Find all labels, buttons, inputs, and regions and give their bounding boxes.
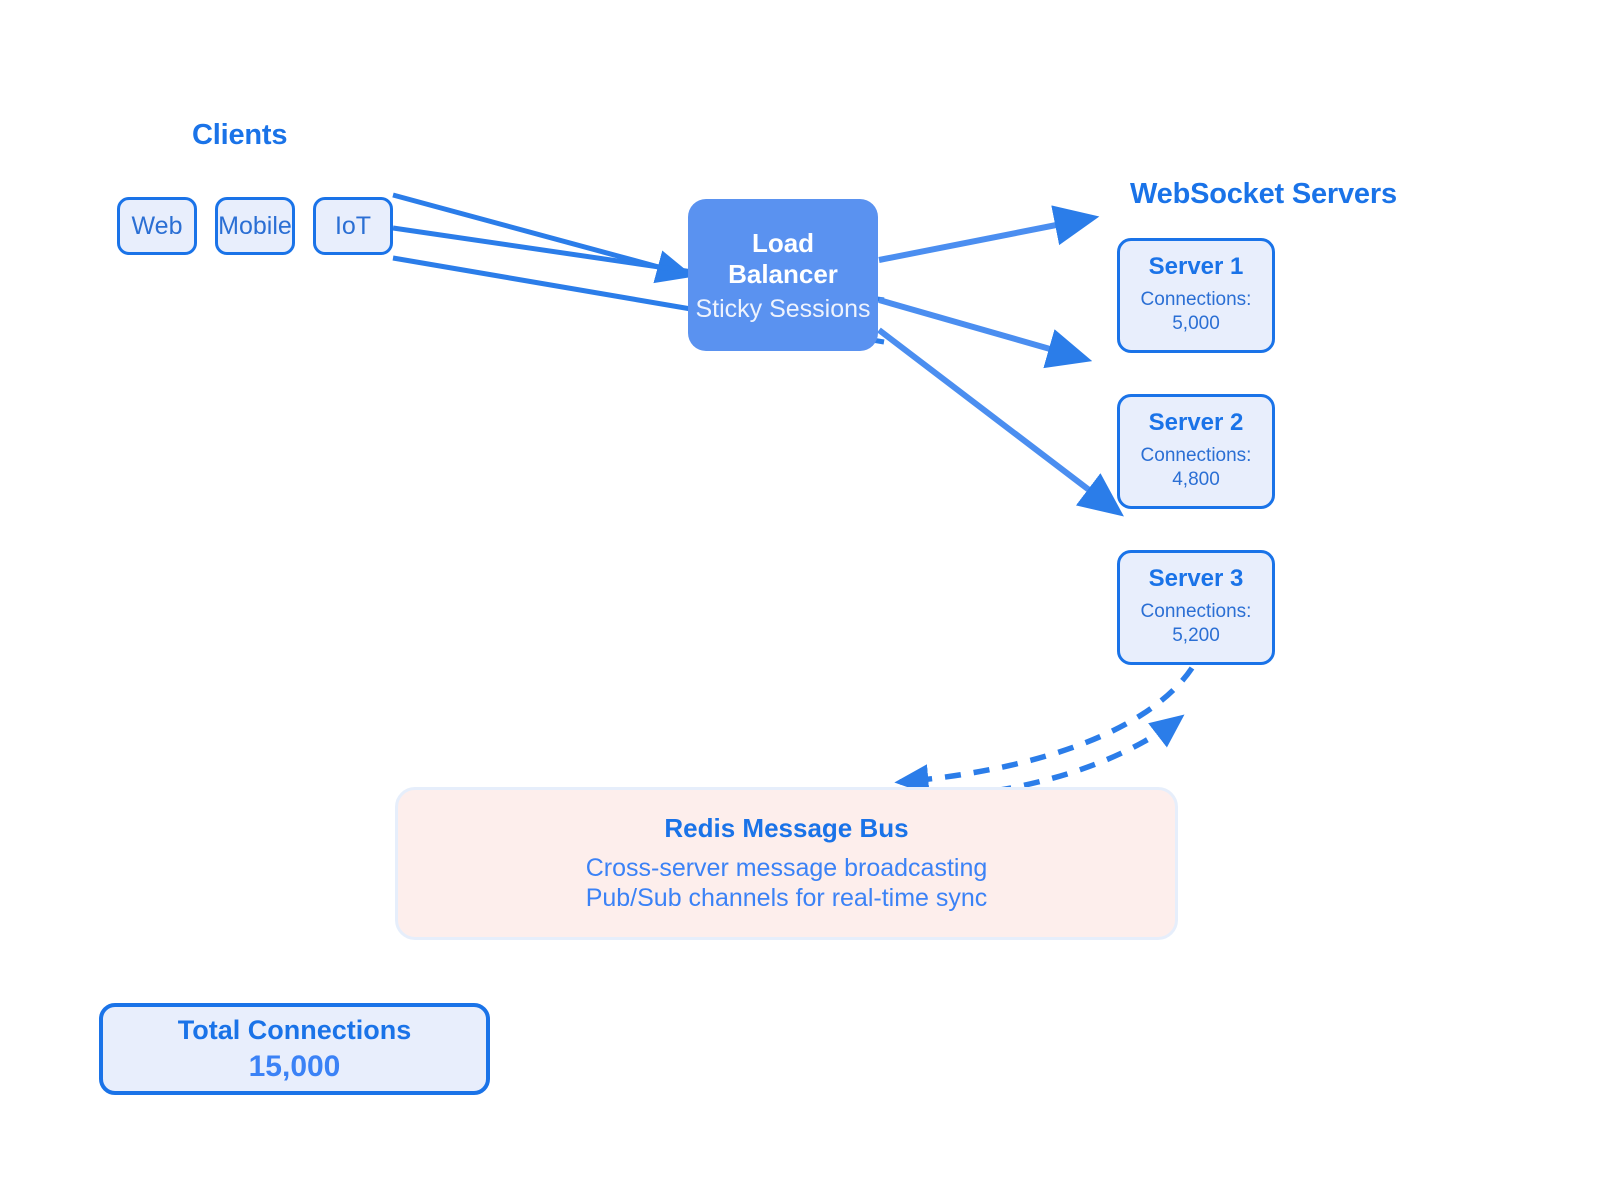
- load-balancer-subtitle: Sticky Sessions: [695, 294, 871, 323]
- edge-lb-to-server-1: [878, 205, 1100, 263]
- client-node-web[interactable]: Web: [117, 197, 197, 255]
- websocket-server-node-2[interactable]: Server 2 Connections:4,800: [1117, 394, 1275, 509]
- total-connections-value: 15,000: [248, 1049, 341, 1083]
- edge-lb-to-server-2: [878, 297, 1093, 369]
- websocket-server-node-3[interactable]: Server 3 Connections:5,200: [1117, 550, 1275, 665]
- total-connections-label: Total Connections: [177, 1014, 412, 1045]
- server-name: Server 3: [1148, 564, 1244, 592]
- server-name: Server 1: [1148, 252, 1244, 280]
- server-connections-label: Connections:5,000: [1140, 288, 1252, 334]
- redis-description: Cross-server message broadcasting Pub/Su…: [585, 853, 988, 912]
- load-balancer-title: Load Balancer: [728, 228, 838, 289]
- edge-server3-to-redis: [894, 666, 1195, 795]
- clients-section-title: Clients: [192, 119, 288, 151]
- server-connections-label: Connections:5,200: [1140, 600, 1252, 646]
- websocket-server-node-1[interactable]: Server 1 Connections:5,000: [1117, 238, 1275, 353]
- total-connections-summary: Total Connections 15,000: [99, 1003, 490, 1095]
- redis-title: Redis Message Bus: [664, 812, 909, 843]
- client-label: Web: [131, 211, 183, 240]
- server-connections-label: Connections:4,800: [1140, 444, 1252, 490]
- load-balancer-node[interactable]: Load Balancer Sticky Sessions: [688, 199, 878, 351]
- edge-lb-to-server-3: [877, 327, 1124, 517]
- client-label: IoT: [334, 211, 372, 240]
- client-node-iot[interactable]: IoT: [313, 197, 393, 255]
- client-node-mobile[interactable]: Mobile: [215, 197, 295, 255]
- websocket-servers-section-title: WebSocket Servers: [1130, 178, 1397, 210]
- server-name: Server 2: [1148, 408, 1244, 436]
- redis-message-bus-node[interactable]: Redis Message Bus Cross-server message b…: [395, 787, 1178, 940]
- client-label: Mobile: [218, 211, 292, 240]
